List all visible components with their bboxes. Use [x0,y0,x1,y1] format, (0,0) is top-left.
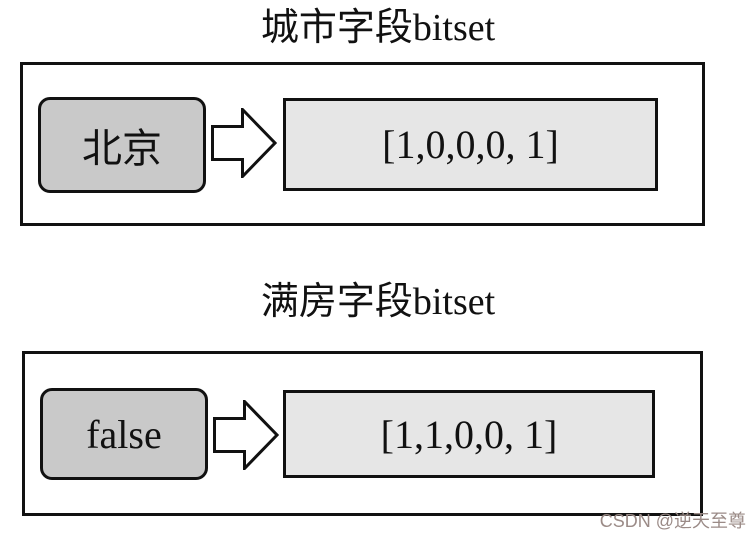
city-bitset-value-box: [1,0,0,0, 1] [283,98,658,191]
csdn-watermark: CSDN @逆天至尊 [599,511,746,531]
fullroom-bitset-value-box: [1,1,0,0, 1] [283,390,655,478]
fullroom-bitset-title: 满房字段bitset [260,281,496,323]
city-bitset-title: 城市字段bitset [260,7,496,49]
block-arrow-right-icon [213,400,279,470]
block-arrow-right-icon [211,108,277,178]
city-value-box: 北京 [38,97,206,193]
fullroom-value-box: false [40,388,208,480]
